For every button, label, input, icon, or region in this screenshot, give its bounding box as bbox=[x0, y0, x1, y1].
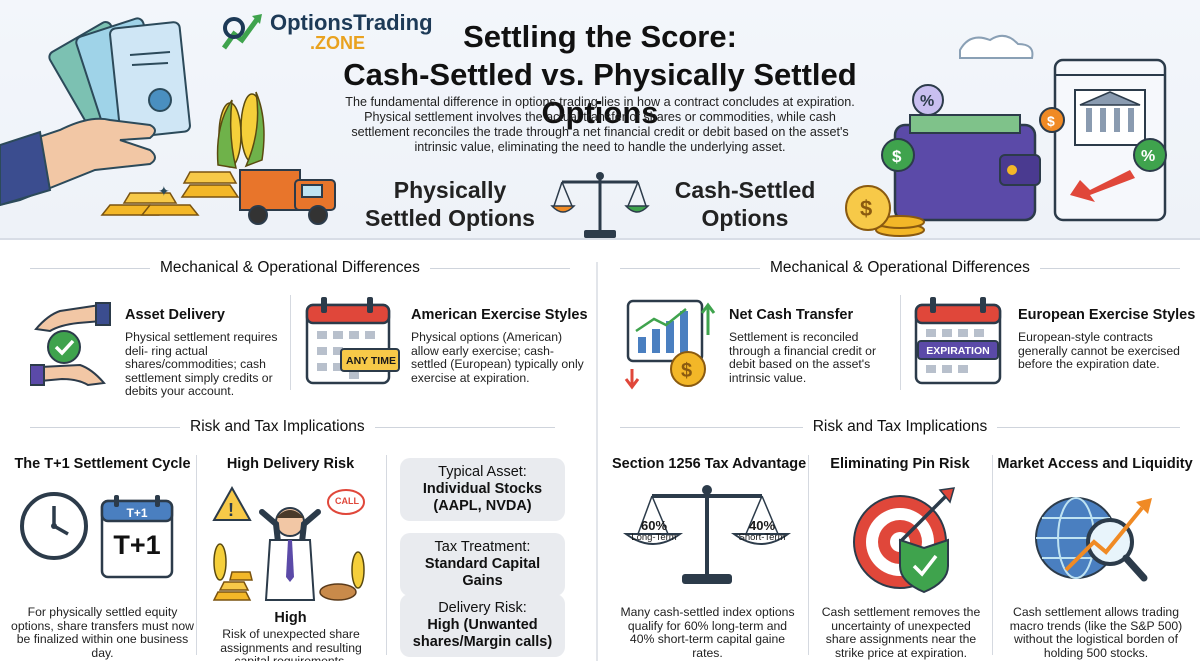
logo-chart-icon bbox=[220, 10, 264, 54]
balance-scale-icon bbox=[550, 172, 650, 238]
left-risk-separator-1 bbox=[196, 455, 197, 655]
svg-text:$: $ bbox=[892, 147, 902, 166]
column-divider bbox=[596, 262, 598, 661]
title-line-2: Cash-Settled vs. Physically Settled Opti… bbox=[343, 57, 857, 130]
info-box-typical-asset: Typical Asset: Individual Stocks (AAPL, … bbox=[400, 458, 565, 521]
svg-text:%: % bbox=[920, 93, 934, 110]
american-exercise-desc: Physical options (American) allow early … bbox=[411, 330, 584, 385]
svg-text:!: ! bbox=[228, 500, 234, 520]
svg-text:$: $ bbox=[681, 360, 692, 382]
right-risk-separator-2 bbox=[992, 455, 993, 655]
svg-text:%: % bbox=[1141, 148, 1155, 165]
long-term-label: Long-Term bbox=[631, 532, 677, 543]
european-exercise-title: European Exercise Styles bbox=[1018, 307, 1196, 323]
delivery-risk-desc: Risk of unexpected share assignments and… bbox=[220, 627, 362, 661]
page-title: Settling the Score: Cash-Settled vs. Phy… bbox=[300, 18, 900, 132]
left-risk-heading: Risk and Tax Implications bbox=[30, 418, 575, 436]
info-box-delivery-risk: Delivery Risk: High (Unwanted shares/Mar… bbox=[400, 594, 565, 657]
t1-desc: For physically settled equity options, s… bbox=[11, 605, 194, 660]
stressed-person-icon: ! bbox=[212, 485, 365, 601]
american-exercise-title: American Exercise Styles bbox=[411, 307, 588, 323]
hands-check-icon bbox=[30, 302, 111, 387]
globe-magnifier-icon bbox=[1035, 497, 1152, 582]
t1-title: The T+1 Settlement Cycle bbox=[14, 456, 191, 472]
net-cash-desc: Settlement is reconciled through a finan… bbox=[729, 330, 877, 385]
svg-text:$: $ bbox=[860, 196, 872, 221]
calendar-expiration-icon bbox=[914, 297, 1002, 385]
svg-text:✦: ✦ bbox=[158, 183, 170, 199]
physical-goods-illustration: ✦ bbox=[0, 17, 336, 225]
european-exercise-item: EXPIRATION European Exercise Styles Euro… bbox=[910, 295, 1195, 395]
right-risk-separator-1 bbox=[808, 455, 809, 655]
left-mech-heading: Mechanical & Operational Differences bbox=[30, 259, 575, 277]
net-cash-item: $ Net Cash Transfer Settlement is reconc… bbox=[622, 295, 897, 395]
brand-name: OptionsTrading bbox=[270, 10, 433, 35]
calendar-t1-icon bbox=[100, 495, 174, 579]
market-access-title: Market Access and Liquidity bbox=[997, 456, 1193, 472]
cash-wallet-illustration: $ % $ $ % bbox=[845, 34, 1167, 237]
calendar-anytime-icon bbox=[305, 297, 400, 385]
physical-settled-title: Physically Settled Options bbox=[365, 177, 535, 231]
right-mech-heading: Mechanical & Operational Differences bbox=[620, 259, 1180, 277]
right-mech-separator bbox=[900, 295, 901, 390]
left-risk-separator-2 bbox=[386, 455, 387, 655]
short-term-label: Short-Term bbox=[738, 532, 786, 543]
pin-risk-title: Eliminating Pin Risk bbox=[830, 456, 970, 472]
calendar-t1-big: T+1 bbox=[113, 530, 161, 560]
pin-risk-desc: Cash settlement removes the uncertainty … bbox=[821, 605, 981, 660]
svg-text:$: $ bbox=[1047, 113, 1055, 129]
asset-delivery-item: Asset Delivery Physical settlement requi… bbox=[30, 295, 290, 398]
cash-settled-title: Cash-Settled Options bbox=[674, 177, 816, 231]
american-exercise-item: ANY TIME American Exercise Styles Physic… bbox=[305, 295, 595, 395]
long-term-pct: 60% bbox=[640, 518, 668, 533]
calendar-t1-label: T+1 bbox=[126, 506, 148, 520]
brand-logo[interactable]: OptionsTrading .ZONE bbox=[220, 10, 433, 54]
monitor-chart-coin-icon: $ bbox=[624, 299, 716, 390]
call-bubble-label: CALL bbox=[335, 496, 359, 506]
right-risk-heading: Risk and Tax Implications bbox=[620, 418, 1180, 436]
european-exercise-desc: European-style contracts generally canno… bbox=[1018, 330, 1180, 371]
asset-delivery-title: Asset Delivery bbox=[125, 307, 225, 323]
title-line-1: Settling the Score: bbox=[463, 19, 737, 54]
expiration-badge: EXPIRATION bbox=[926, 345, 990, 357]
section-1256-title: Section 1256 Tax Advantage bbox=[612, 456, 807, 472]
intro-paragraph: The fundamental difference in options tr… bbox=[345, 95, 855, 154]
target-shield-icon bbox=[853, 487, 956, 594]
net-cash-title: Net Cash Transfer bbox=[729, 307, 854, 323]
market-access-desc: Cash settlement allows trading macro tre… bbox=[1009, 605, 1183, 660]
anytime-badge: ANY TIME bbox=[346, 355, 396, 367]
delivery-risk-level: High bbox=[274, 610, 307, 626]
info-box-tax-treatment: Tax Treatment: Standard Capital Gains bbox=[400, 533, 565, 596]
section-1256-desc: Many cash-settled index options qualify … bbox=[620, 605, 795, 660]
delivery-risk-title: High Delivery Risk bbox=[226, 456, 355, 472]
header-banner: ✦ OptionsTrading .ZONE Settling the Scor… bbox=[0, 0, 1200, 240]
left-mech-separator bbox=[290, 295, 291, 390]
tax-scale-icon bbox=[622, 485, 792, 584]
brand-zone: .ZONE bbox=[310, 33, 366, 53]
asset-delivery-desc: Physical settlement requires deli- ring … bbox=[125, 330, 278, 398]
clock-icon bbox=[20, 492, 88, 560]
short-term-pct: 40% bbox=[748, 518, 776, 533]
